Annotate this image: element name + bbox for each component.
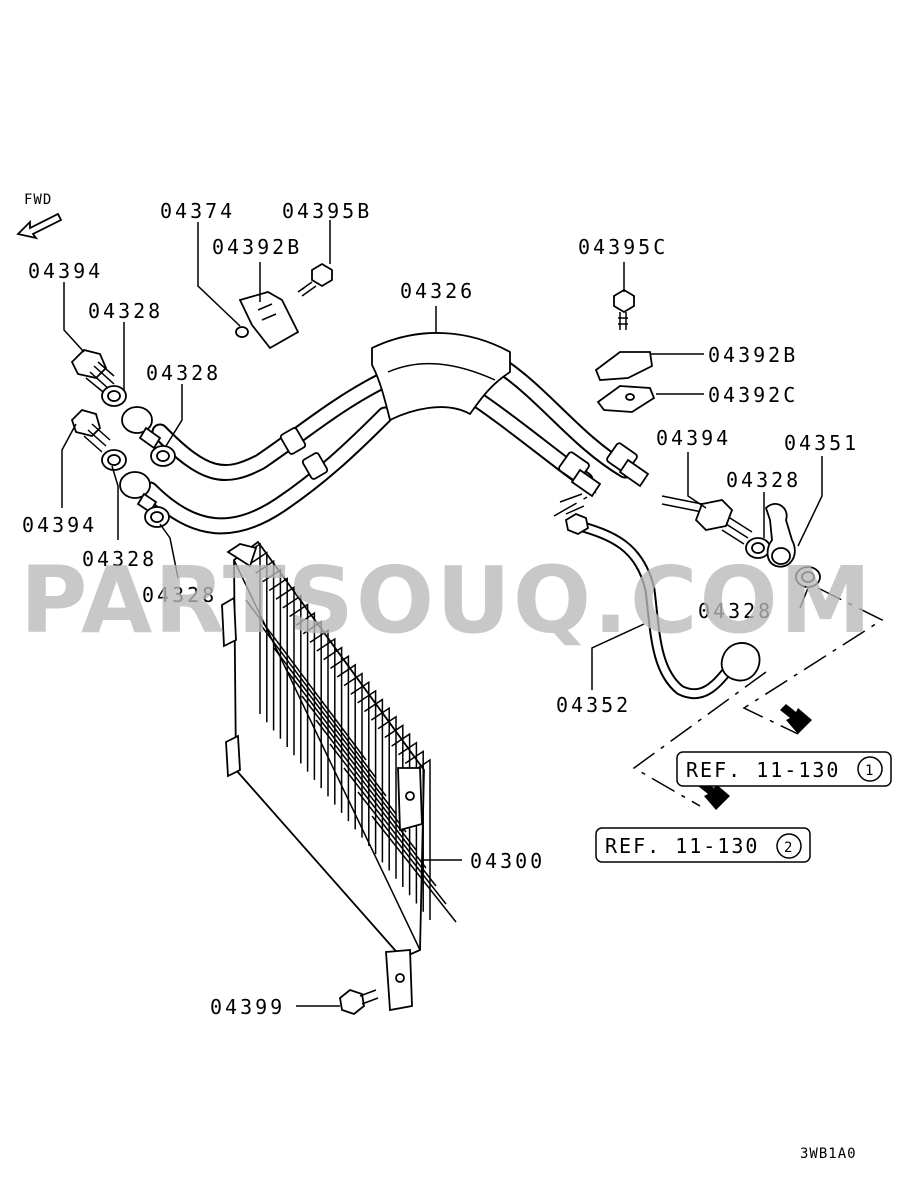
drawing-code: 3WB1A0: [800, 1146, 857, 1162]
part-labels: 04374 04395B 04392B 04394 04328 04328 04…: [22, 199, 859, 1019]
cooler-fin: [255, 559, 275, 731]
fwd-arrow-icon: [16, 212, 63, 240]
cooler-core-line: [273, 647, 387, 797]
part-label-04352[interactable]: 04352: [556, 693, 631, 717]
cooler-fin: [261, 568, 282, 739]
part-label-04394-bottom[interactable]: 04394: [22, 513, 97, 537]
left-fittings: [70, 349, 176, 528]
part-label-04392b-right[interactable]: 04392B: [708, 343, 798, 367]
part-label-04392b-left[interactable]: 04392B: [212, 235, 302, 259]
part-label-04328-d[interactable]: 04328: [142, 583, 217, 607]
part-label-04392c[interactable]: 04392C: [708, 383, 798, 407]
ref-arrow-1-icon: [780, 704, 812, 734]
cooler-fin: [350, 680, 370, 846]
ref-arrow-2-icon: [698, 780, 730, 810]
cooler-fin: [370, 706, 390, 871]
part-label-04328-e[interactable]: 04328: [726, 468, 801, 492]
cooler-fins: [241, 542, 457, 923]
part-label-04395b[interactable]: 04395B: [282, 199, 372, 223]
part-label-04328-c[interactable]: 04328: [82, 547, 157, 571]
part-label-04394-right[interactable]: 04394: [656, 426, 731, 450]
reference-indicators: [553, 491, 884, 810]
part-label-04328-f[interactable]: 04328: [698, 599, 773, 623]
part-label-04395c[interactable]: 04395C: [578, 235, 668, 259]
leader-lines: [61, 220, 823, 1007]
top-right-clamp-group: [594, 288, 656, 413]
cooler-fin: [397, 741, 418, 904]
cooler-core-line: [343, 767, 437, 887]
cooler-fin: [357, 689, 377, 855]
top-left-clamp-group: [235, 262, 333, 350]
fwd-indicator: FWD: [16, 192, 63, 240]
part-label-04374[interactable]: 04374: [160, 199, 235, 223]
part-label-04300[interactable]: 04300: [470, 849, 545, 873]
ref-box-1[interactable]: REF. 11-130 1: [676, 751, 892, 787]
cooler-fin: [363, 698, 384, 863]
cooler-fin: [295, 611, 316, 780]
fwd-label: FWD: [24, 192, 52, 208]
ref-1-number: 1: [865, 763, 874, 779]
oil-cooler-hose-assembly: [141, 332, 650, 535]
ref-2-text: REF. 11-130: [605, 834, 759, 858]
cooler-core-line: [287, 671, 397, 815]
cooler-fin: [329, 654, 350, 822]
cooler-fin: [282, 594, 302, 764]
cooler-fin: [343, 672, 363, 838]
cooler-fin: [309, 628, 329, 797]
cooler-core-line: [371, 815, 457, 923]
cooler-core-line: [301, 695, 407, 833]
oil-pipe-04352: [559, 493, 761, 700]
oil-cooler-core: [221, 540, 457, 1016]
ref-box-2[interactable]: REF. 11-130 2: [595, 827, 811, 863]
cooler-fin: [336, 663, 356, 830]
part-label-04399[interactable]: 04399: [210, 995, 285, 1019]
part-label-04328-b[interactable]: 04328: [146, 361, 221, 385]
part-label-04394-top[interactable]: 04394: [28, 259, 103, 283]
cooler-core-line: [259, 623, 377, 779]
cooler-core-line: [357, 791, 447, 905]
ref-1-text: REF. 11-130: [686, 758, 840, 782]
cooler-fin: [404, 749, 424, 912]
cooler-core-line: [329, 743, 427, 869]
cooler-fin: [275, 585, 295, 756]
part-label-04326[interactable]: 04326: [400, 279, 475, 303]
cooler-fin: [268, 577, 288, 747]
cooler-fin: [302, 620, 322, 789]
watermark: PARTSOUQ.COM: [20, 547, 873, 654]
ref-2-number: 2: [784, 840, 793, 856]
part-label-04328-a[interactable]: 04328: [88, 299, 163, 323]
cooler-fin: [248, 551, 268, 723]
part-label-04351[interactable]: 04351: [784, 431, 859, 455]
